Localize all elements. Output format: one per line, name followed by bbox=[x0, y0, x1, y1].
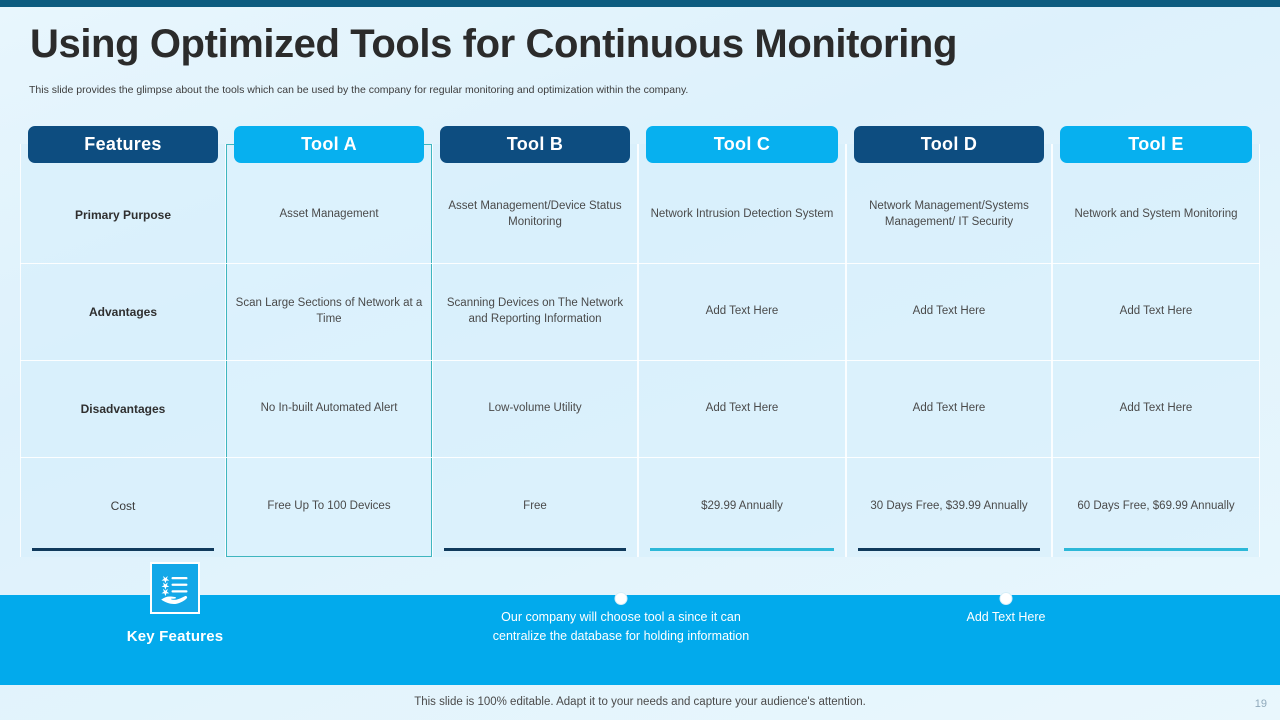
cell-tool-e-advantages: Add Text Here bbox=[1052, 264, 1260, 361]
banner-note-2-text: Add Text Here bbox=[966, 610, 1046, 624]
checklist-hand-icon bbox=[150, 562, 200, 614]
column-underline bbox=[650, 548, 834, 551]
table-column-features: Features Primary Purpose Advantages Disa… bbox=[20, 122, 226, 557]
cell-tool-d-primary-purpose: Network Management/Systems Management/ I… bbox=[846, 167, 1052, 264]
page-title: Using Optimized Tools for Continuous Mon… bbox=[30, 22, 958, 66]
note-marker-dot bbox=[614, 592, 628, 605]
column-body bbox=[20, 144, 226, 557]
key-features-banner bbox=[0, 595, 1280, 685]
cell-tool-d-disadvantages: Add Text Here bbox=[846, 361, 1052, 458]
cell-tool-b-disadvantages: Low-volume Utility bbox=[432, 361, 638, 458]
column-underline bbox=[32, 548, 214, 551]
column-cells: Asset Management Scan Large Sections of … bbox=[226, 167, 432, 557]
cell-tool-d-advantages: Add Text Here bbox=[846, 264, 1052, 361]
table-column-tool-e: Tool E Network and System Monitoring Add… bbox=[1052, 122, 1260, 557]
cell-tool-a-cost: Free Up To 100 Devices bbox=[267, 499, 391, 512]
cell-tool-c-primary-purpose: Network Intrusion Detection System bbox=[638, 167, 846, 264]
key-features-block: Key Features bbox=[110, 562, 240, 645]
comparison-table: Features Primary Purpose Advantages Disa… bbox=[20, 122, 1260, 557]
column-header-tool-e[interactable]: Tool E bbox=[1060, 126, 1252, 163]
column-header-features[interactable]: Features bbox=[28, 126, 218, 163]
cell-tool-a-disadvantages: No In-built Automated Alert bbox=[226, 361, 432, 458]
page-number: 19 bbox=[1254, 698, 1267, 710]
cell-tool-e-cost: 60 Days Free, $69.99 Annually bbox=[1077, 499, 1235, 512]
column-underline bbox=[238, 548, 420, 551]
banner-note-2: Add Text Here bbox=[900, 592, 1112, 627]
row-label-cost: Cost bbox=[110, 499, 136, 514]
column-body bbox=[638, 144, 846, 557]
row-label-advantages: Advantages bbox=[20, 264, 226, 361]
column-cells: Primary Purpose Advantages Disadvantages… bbox=[20, 167, 226, 557]
cell-tool-e-disadvantages: Add Text Here bbox=[1052, 361, 1260, 458]
column-cells: Network Intrusion Detection System Add T… bbox=[638, 167, 846, 557]
column-cells: Asset Management/Device Status Monitorin… bbox=[432, 167, 638, 557]
column-underline bbox=[858, 548, 1040, 551]
column-header-tool-d[interactable]: Tool D bbox=[854, 126, 1044, 163]
column-body bbox=[846, 144, 1052, 557]
cell-tool-b-advantages: Scanning Devices on The Network and Repo… bbox=[432, 264, 638, 361]
key-features-label: Key Features bbox=[126, 628, 224, 645]
cell-tool-a-advantages: Scan Large Sections of Network at a Time bbox=[226, 264, 432, 361]
note-marker-dot bbox=[999, 592, 1013, 605]
banner-note-1-text: Our company will choose tool a since it … bbox=[492, 610, 750, 644]
row-label-primary-purpose: Primary Purpose bbox=[20, 167, 226, 264]
footer-note: This slide is 100% editable. Adapt it to… bbox=[414, 696, 866, 708]
cell-tool-c-advantages: Add Text Here bbox=[638, 264, 846, 361]
cell-tool-a-primary-purpose: Asset Management bbox=[226, 167, 432, 264]
table-column-tool-a: Tool A Asset Management Scan Large Secti… bbox=[226, 122, 432, 557]
cell-tool-c-cost: $29.99 Annually bbox=[701, 499, 783, 512]
column-underline bbox=[444, 548, 626, 551]
column-cells: Network and System Monitoring Add Text H… bbox=[1052, 167, 1260, 557]
banner-note-1: Our company will choose tool a since it … bbox=[480, 592, 762, 647]
row-label-disadvantages: Disadvantages bbox=[20, 361, 226, 458]
cell-tool-d-cost: 30 Days Free, $39.99 Annually bbox=[870, 499, 1028, 512]
column-header-tool-a[interactable]: Tool A bbox=[234, 126, 424, 163]
cell-tool-b-primary-purpose: Asset Management/Device Status Monitorin… bbox=[432, 167, 638, 264]
cell-tool-e-primary-purpose: Network and System Monitoring bbox=[1052, 167, 1260, 264]
cell-tool-b-cost: Free bbox=[523, 499, 547, 512]
column-body bbox=[226, 144, 432, 557]
column-cells: Network Management/Systems Management/ I… bbox=[846, 167, 1052, 557]
table-column-tool-c: Tool C Network Intrusion Detection Syste… bbox=[638, 122, 846, 557]
top-accent-bar bbox=[0, 0, 1280, 7]
column-underline bbox=[1064, 548, 1248, 551]
column-body bbox=[432, 144, 638, 557]
cell-tool-c-disadvantages: Add Text Here bbox=[638, 361, 846, 458]
column-header-tool-b[interactable]: Tool B bbox=[440, 126, 630, 163]
page-subtitle: This slide provides the glimpse about th… bbox=[29, 84, 689, 96]
table-column-tool-b: Tool B Asset Management/Device Status Mo… bbox=[432, 122, 638, 557]
column-body bbox=[1052, 144, 1260, 557]
column-header-tool-c[interactable]: Tool C bbox=[646, 126, 838, 163]
table-column-tool-d: Tool D Network Management/Systems Manage… bbox=[846, 122, 1052, 557]
